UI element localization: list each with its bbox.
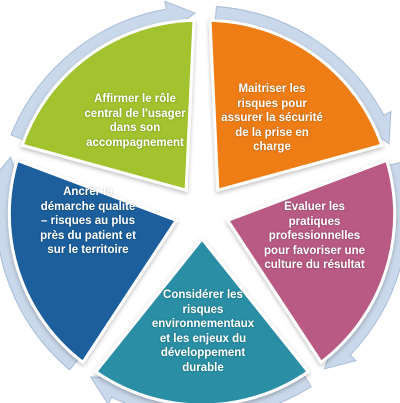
segment-affirmer: [20, 18, 196, 193]
segment-evaluer: [225, 158, 397, 365]
segment-ancrer: [7, 158, 179, 365]
segment-label-considerer: Considérer les risques environnementaux …: [151, 289, 255, 374]
segment-label-affirmer: Affirmer le rôle central de l'usager dan…: [84, 93, 186, 149]
segment-maitriser: [208, 18, 384, 193]
segment-label-ancrer: Ancrer la démarche qualité – risques au …: [40, 186, 136, 256]
segment-label-evaluer: Evaluer les pratiques professionnelles p…: [264, 201, 365, 271]
segment-group: [7, 18, 397, 403]
segment-considerer: [93, 236, 311, 403]
segment-label-maitriser: Maitriser les risques pour assurer la sé…: [221, 83, 323, 153]
